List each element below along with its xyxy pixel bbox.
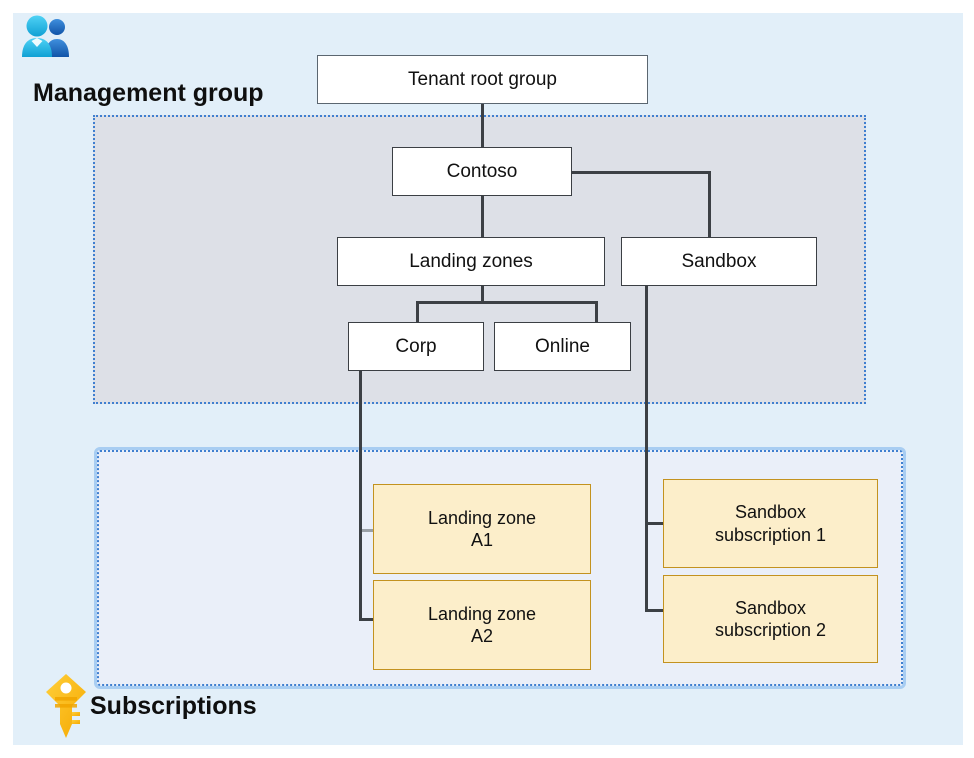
edge-sandbox-to-subscription-1 — [645, 522, 666, 525]
node-label-line2: A2 — [470, 626, 494, 646]
node-label-line1: Sandbox — [734, 597, 807, 618]
node-landing-zones[interactable]: Landing zones — [337, 237, 605, 286]
edge-landing-zones-bus — [416, 301, 598, 304]
edge-landing-zones-to-online — [595, 301, 598, 323]
node-label-line2: subscription 1 — [714, 524, 827, 545]
people-icon — [19, 14, 73, 58]
edge-contoso-to-landing-zones — [481, 196, 484, 238]
node-label: Landing zones — [409, 250, 533, 272]
node-online[interactable]: Online — [494, 322, 631, 371]
subscriptions-caption: Subscriptions — [90, 692, 257, 720]
node-corp[interactable]: Corp — [348, 322, 484, 371]
node-landing-zone-a2[interactable]: Landing zone A2 — [373, 580, 591, 670]
key-icon — [42, 672, 90, 740]
node-label-line1: Landing zone — [427, 603, 537, 624]
edge-corp-trunk — [359, 370, 362, 621]
node-label: Contoso — [446, 160, 518, 182]
node-tenant-root-group[interactable]: Tenant root group — [317, 55, 648, 104]
node-label-line1: Sandbox — [734, 502, 807, 522]
edge-contoso-to-sandbox-horizontal — [571, 171, 711, 174]
node-label: Corp — [395, 335, 437, 357]
edge-sandbox-trunk — [645, 285, 648, 612]
edge-tenant-to-contoso — [481, 103, 484, 148]
edge-sandbox-to-subscription-2 — [645, 609, 666, 612]
node-sandbox-subscription-2[interactable]: Sandbox subscription 2 — [663, 575, 878, 663]
edge-landing-zones-stem — [481, 285, 484, 303]
edge-landing-zones-to-corp — [416, 301, 419, 323]
node-label-line2: subscription 2 — [714, 620, 827, 640]
edge-corp-to-landing-zone-a1 — [362, 529, 376, 532]
node-label: Tenant root group — [408, 68, 557, 90]
node-landing-zone-a1[interactable]: Landing zone A1 — [373, 484, 591, 574]
node-label-line1: Landing zone — [427, 507, 537, 528]
node-label-line2: A1 — [470, 530, 494, 550]
node-sandbox-subscription-1[interactable]: Sandbox subscription 1 — [663, 479, 878, 568]
node-sandbox[interactable]: Sandbox — [621, 237, 817, 286]
management-group-caption: Management group — [33, 79, 264, 107]
node-label: Sandbox — [681, 250, 757, 272]
node-label: Online — [535, 335, 590, 357]
node-contoso[interactable]: Contoso — [392, 147, 572, 196]
edge-corp-to-landing-zone-a2 — [359, 618, 379, 621]
edge-contoso-to-sandbox-vertical — [708, 171, 711, 238]
